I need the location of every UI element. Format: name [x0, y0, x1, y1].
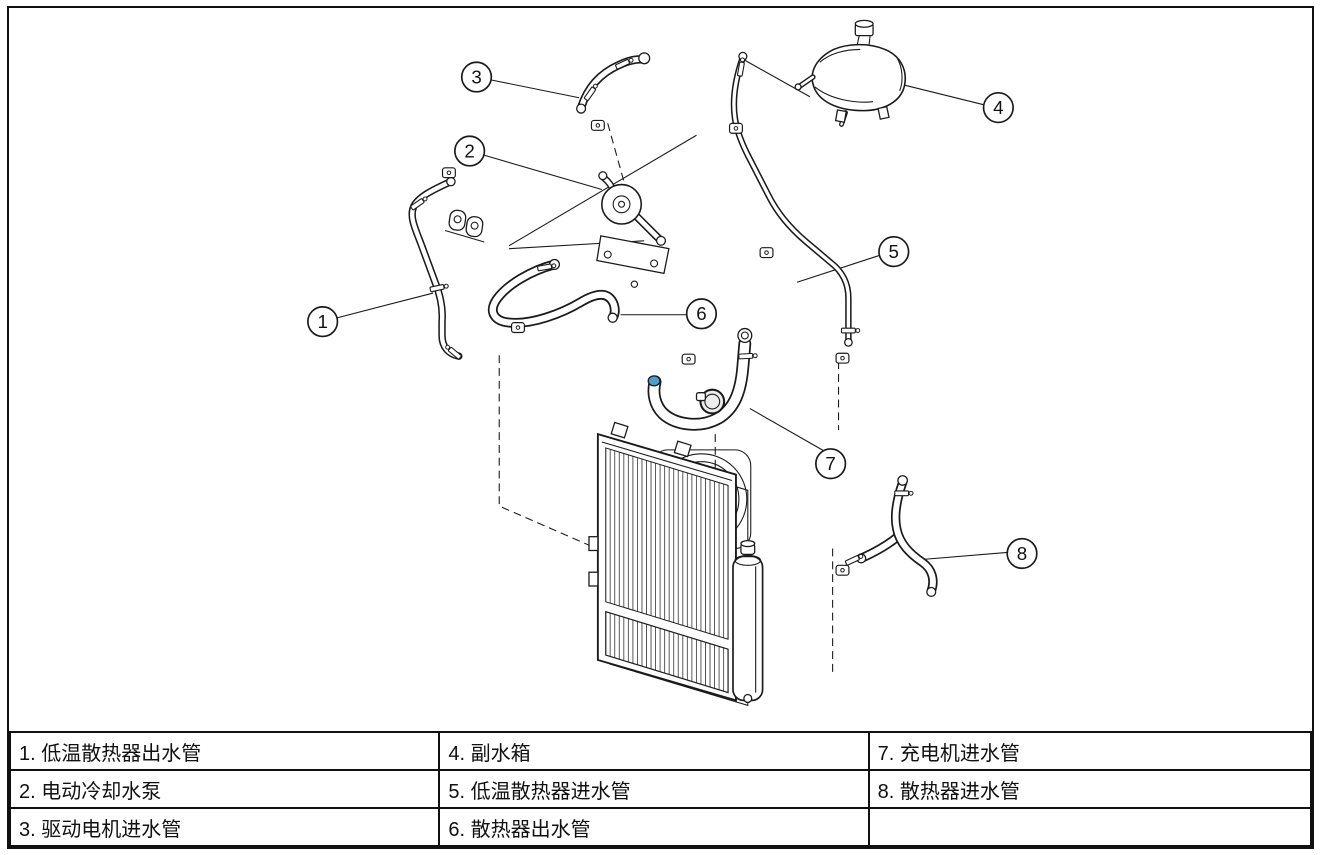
callout-2-number: 2: [464, 140, 474, 161]
legend-item-7: 7. 充电机进水管: [867, 731, 1313, 771]
part-hose-5-lt-radiator-inlet: [728, 51, 861, 364]
legend-item-1: 1. 低温散热器出水管: [8, 731, 441, 771]
callout-3-number: 3: [471, 66, 481, 87]
part-radiator: [588, 421, 764, 707]
cooling-system-diagram: 1 2 3 4 5: [9, 8, 1312, 731]
callout-3: 3: [460, 61, 493, 93]
pipe-clip-bracket: [444, 209, 485, 243]
callout-1: 1: [307, 306, 339, 338]
radiator-side-tank: [732, 539, 764, 704]
hose-7-highlight: [654, 343, 745, 424]
legend-item-empty: [867, 807, 1313, 847]
legend-row-3: 3. 驱动电机进水管 6. 散热器出水管: [8, 807, 1313, 847]
figure-frame: 1 2 3 4 5: [7, 6, 1314, 849]
legend-item-3: 3. 驱动电机进水管: [8, 807, 441, 847]
callout-4: 4: [982, 91, 1014, 124]
legend-row-2: 2. 电动冷却水泵 5. 低温散热器进水管 8. 散热器进水管: [8, 769, 1313, 809]
part-hose-1-lt-radiator-outlet: [410, 167, 461, 361]
callout-8-number: 8: [1017, 543, 1027, 564]
worm-clamp-ring: [695, 388, 726, 415]
part-hose-8-radiator-inlet: [835, 475, 936, 598]
callout-6-number: 6: [696, 303, 706, 324]
callout-2: 2: [454, 135, 486, 167]
legend-item-2: 2. 电动冷却水泵: [8, 769, 441, 809]
callout-6: 6: [685, 298, 718, 330]
construction-lines: [498, 59, 840, 675]
part-hose-7-charger-inlet-highlighted: [647, 327, 758, 425]
callout-7-number: 7: [825, 453, 835, 474]
legend-item-8: 8. 散热器进水管: [867, 769, 1313, 809]
part-electric-coolant-pump: [596, 171, 670, 288]
legend-item-6: 6. 散热器出水管: [438, 807, 870, 847]
legend-row-1: 1. 低温散热器出水管 4. 副水箱 7. 充电机进水管: [8, 731, 1313, 771]
callout-7: 7: [815, 448, 847, 480]
callout-4-number: 4: [993, 97, 1003, 118]
callout-8: 8: [1006, 537, 1038, 570]
part-expansion-tank: [794, 19, 907, 127]
diagram-canvas: 1 2 3 4 5: [307, 19, 1038, 707]
legend-item-4: 4. 副水箱: [438, 731, 870, 771]
callout-5: 5: [878, 235, 910, 268]
callout-1-number: 1: [317, 311, 327, 332]
part-hose-6-radiator-outlet: [493, 258, 617, 334]
part-hose-3-drive-motor-inlet: [576, 52, 651, 131]
callout-5-number: 5: [889, 241, 899, 262]
legend-table: 1. 低温散热器出水管 4. 副水箱 7. 充电机进水管 2. 电动冷却水泵 5…: [8, 731, 1313, 847]
legend-item-5: 5. 低温散热器进水管: [438, 769, 870, 809]
